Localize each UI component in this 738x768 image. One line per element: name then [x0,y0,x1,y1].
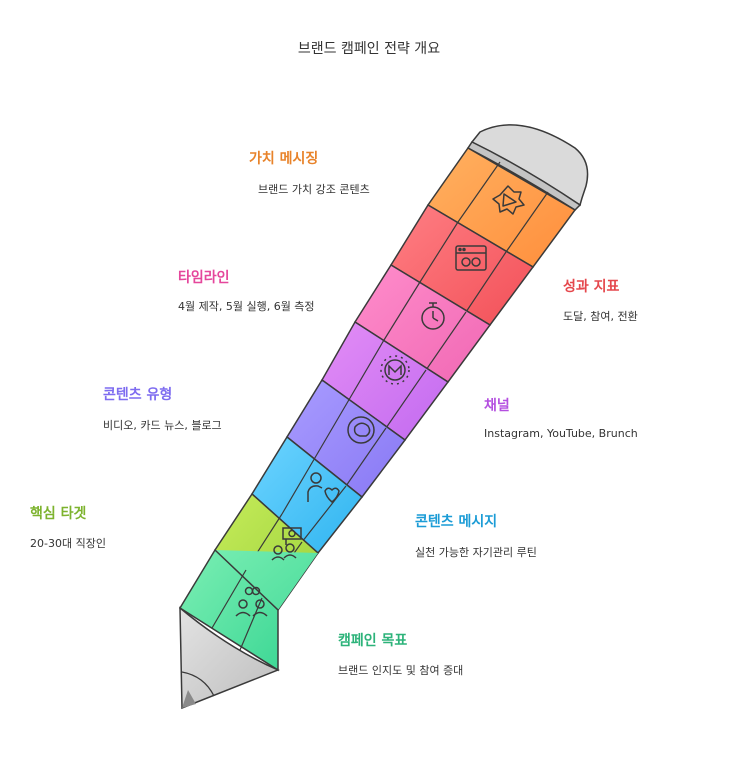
browser-link-icon [455,245,487,271]
diagram-title: 브랜드 캠페인 전략 개요 [297,41,441,57]
badge-m-icon [380,355,410,385]
label-timeline: 타임라인 [178,270,230,286]
desc-core-target: 20-30대 직장인 [30,537,106,550]
label-campaign-goal: 캠페인 목표 [338,633,408,649]
desc-content-type: 비디오, 카드 뉴스, 블로그 [103,419,222,432]
person-heart-icon [307,472,340,503]
desc-channel: Instagram, YouTube, Brunch [484,427,638,440]
label-content-message: 콘텐츠 메시지 [415,514,498,530]
stopwatch-icon [421,302,445,330]
megaphone-icon [492,185,525,215]
chat-bubble-icon [347,416,375,444]
pencil-tip [179,606,280,710]
desc-value-messaging: 브랜드 가치 강조 콘텐츠 [258,183,370,196]
segment-performance-metrics [389,203,535,326]
label-channel: 채널 [484,398,510,414]
label-performance-metrics: 성과 지표 [563,279,620,295]
label-value-messaging: 가치 메시징 [249,151,319,167]
label-core-target: 핵심 타겟 [30,506,87,522]
group-link-icon [235,586,268,617]
desc-campaign-goal: 브랜드 인지도 및 참여 증대 [338,664,464,677]
label-content-type: 콘텐츠 유형 [103,387,173,403]
target-people-icon [271,527,302,561]
desc-performance-metrics: 도달, 참여, 전환 [563,310,638,323]
desc-timeline: 4월 제작, 5월 실행, 6월 측정 [178,300,315,313]
desc-content-message: 실천 가능한 자기관리 루틴 [415,546,537,559]
